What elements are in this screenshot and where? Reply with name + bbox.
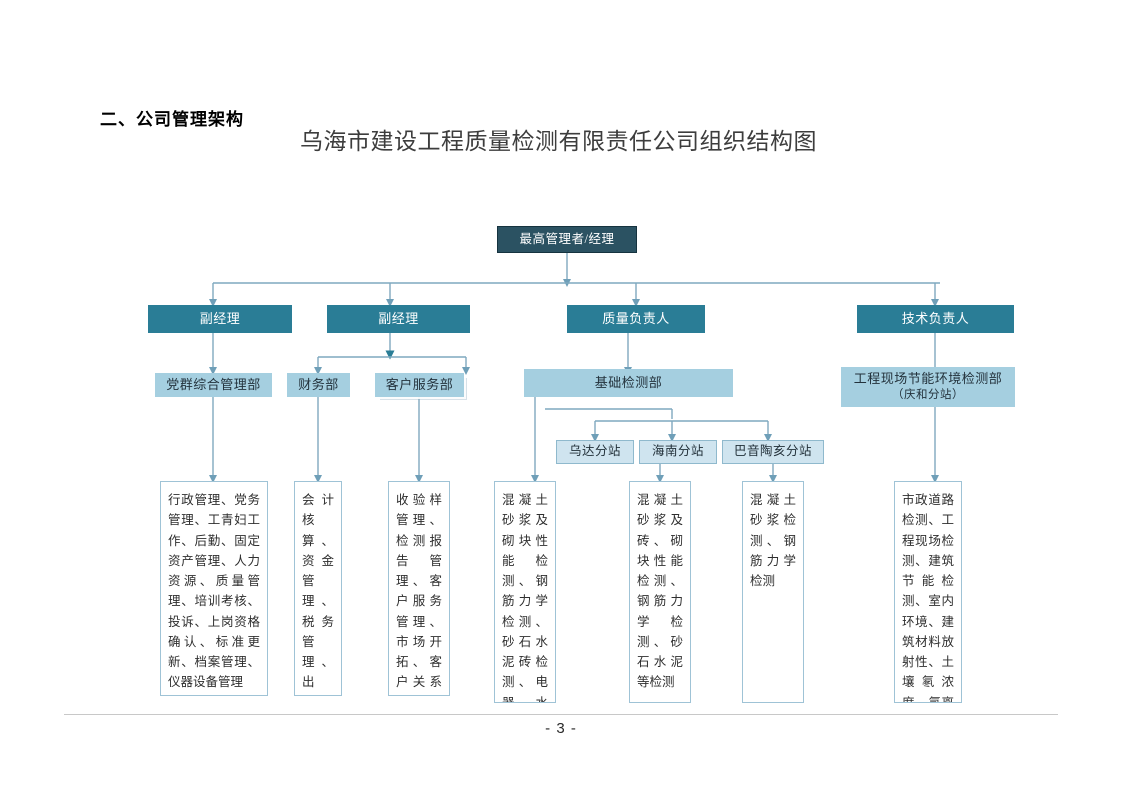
detail-box-customer-service: 收验样管理、检测报告管理、客户服务管理、市场开拓、客户关系维护、市场投标管理	[388, 481, 450, 696]
node-energy-label: 工程现场节能环境检测部	[853, 371, 1003, 387]
node-bayintaohai-substation[interactable]: 巴音陶亥分站	[722, 440, 824, 464]
node-energy-sublabel: （庆和分站）	[892, 388, 964, 401]
node-deputy-manager-2[interactable]: 副经理	[327, 305, 470, 333]
node-top-manager[interactable]: 最高管理者/经理	[497, 226, 637, 253]
footer-divider	[64, 714, 1058, 715]
node-customer-service-dept[interactable]: 客户服务部	[375, 373, 464, 397]
node-deputy-manager-1[interactable]: 副经理	[148, 305, 292, 333]
node-technical-officer[interactable]: 技术负责人	[857, 305, 1014, 333]
detail-box-basic-testing: 混凝土砂浆及砌块性能检测、钢筋力学检测、砂石水泥砖检测、电器、水暖材料及安全防护…	[494, 481, 556, 703]
node-party-affairs-dept[interactable]: 党群综合管理部	[155, 373, 272, 397]
detail-box-bayintaohai: 混凝土砂浆检测、钢筋力学检测	[742, 481, 804, 703]
detail-box-finance: 会计核算、资金管理、税务管理、出纳、收银	[294, 481, 342, 696]
node-quality-officer[interactable]: 质量负责人	[567, 305, 705, 333]
node-hainan-substation[interactable]: 海南分站	[639, 440, 717, 464]
section-heading: 二、公司管理架构	[100, 110, 244, 129]
detail-box-wuda-hainan: 混凝土砂浆及砖、砌块性能检测、钢筋力学检测、砂石水泥等检测	[629, 481, 691, 703]
node-finance-dept[interactable]: 财务部	[287, 373, 350, 397]
chart-title: 乌海市建设工程质量检测有限责任公司组织结构图	[300, 129, 817, 154]
node-energy-environment-testing-dept[interactable]: 工程现场节能环境检测部 （庆和分站）	[841, 367, 1015, 407]
node-basic-testing-dept[interactable]: 基础检测部	[524, 369, 733, 397]
detail-box-party-affairs: 行政管理、党务管理、工青妇工作、后勤、固定资产管理、人力资源、质量管理、培训考核…	[160, 481, 268, 696]
node-wuda-substation[interactable]: 乌达分站	[556, 440, 634, 464]
page-number: - 3 -	[545, 720, 577, 737]
detail-box-energy-environment: 市政道路检测、工程现场检测、建筑节能检测、室内环境、建筑材料放射性、土壤氡浓度、…	[894, 481, 962, 703]
